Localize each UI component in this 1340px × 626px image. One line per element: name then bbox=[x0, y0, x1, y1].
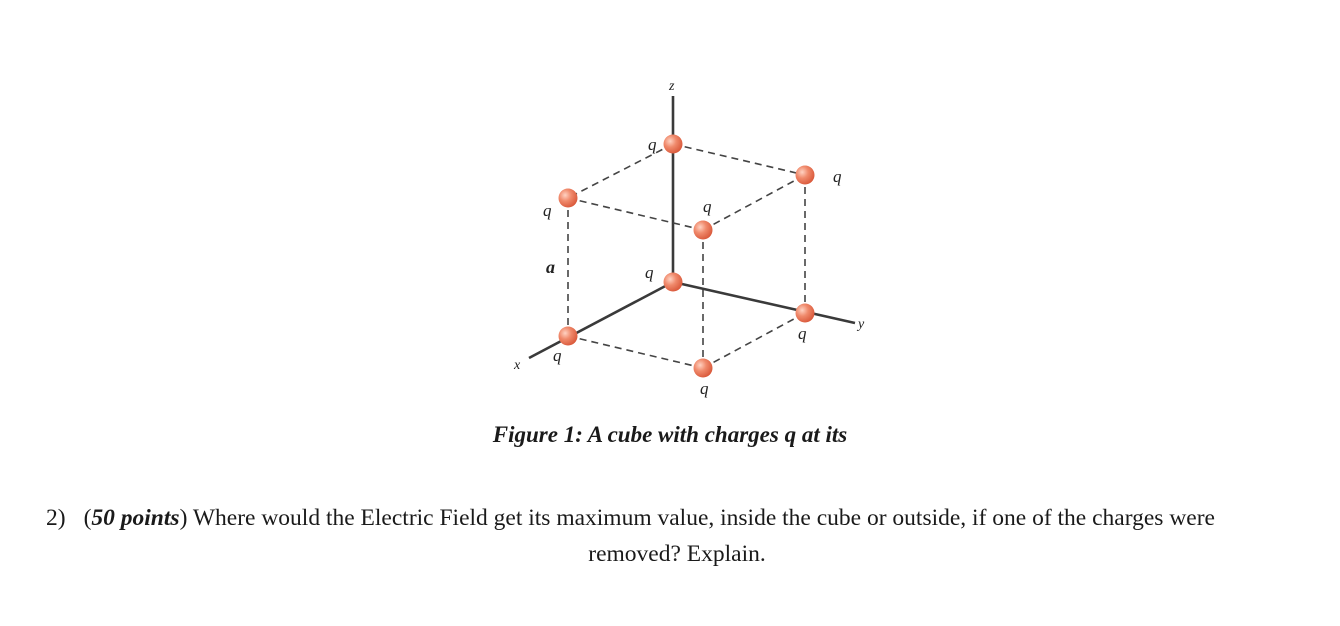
charge-origin bbox=[663, 272, 683, 292]
problem-number: 2) bbox=[46, 505, 66, 531]
problem-line-1: 2) (50 points) Where would the Electric F… bbox=[46, 500, 1308, 536]
label-q-bottom-front: q bbox=[700, 379, 709, 398]
label-axis-x: x bbox=[513, 358, 521, 373]
charge-bottom-front bbox=[693, 358, 713, 378]
label-q-top-front-left: q bbox=[543, 201, 552, 220]
edge-bottom-front bbox=[567, 335, 704, 369]
label-q-origin: q bbox=[645, 263, 654, 282]
charge-bottom-right bbox=[795, 303, 815, 323]
cube-edges bbox=[567, 143, 806, 369]
x-axis bbox=[528, 280, 674, 360]
label-q-top-back-left: q bbox=[648, 135, 657, 154]
problem-points: 50 points bbox=[91, 505, 180, 531]
label-q-top-back-right: q bbox=[833, 167, 842, 186]
y-axis bbox=[672, 280, 856, 325]
label-axis-y: y bbox=[856, 317, 865, 332]
problem-text-line-2: removed? Explain. bbox=[588, 541, 766, 567]
edge-top-left bbox=[567, 143, 674, 199]
label-axis-z: z bbox=[668, 79, 675, 94]
points-close-paren: ) bbox=[179, 505, 188, 531]
problem-text-line-1: Where would the Electric Field get its m… bbox=[187, 505, 1215, 531]
figure-caption: Figure 1: A cube with charges q at its bbox=[492, 422, 848, 447]
cube-figure: q q q q q q q q a z y x bbox=[513, 79, 865, 398]
edge-bottom-right bbox=[702, 312, 806, 369]
charge-top-front-left bbox=[558, 188, 578, 208]
charges bbox=[558, 134, 815, 378]
labels: q q q q q q q q a z y x bbox=[513, 79, 865, 398]
edge-top-front bbox=[567, 197, 704, 231]
label-q-top-front-right: q bbox=[703, 197, 712, 216]
charge-bottom-left bbox=[558, 326, 578, 346]
label-edge-a: a bbox=[546, 257, 555, 277]
label-q-bottom-left: q bbox=[553, 346, 562, 365]
edge-top-back bbox=[672, 143, 806, 176]
axes bbox=[528, 96, 856, 360]
edge-top-right bbox=[702, 174, 806, 231]
charge-top-back-right bbox=[795, 165, 815, 185]
problem-statement: 2) (50 points) Where would the Electric F… bbox=[46, 500, 1308, 572]
charge-top-front-right bbox=[693, 220, 713, 240]
points-open-paren: ( bbox=[83, 505, 92, 531]
label-q-bottom-right: q bbox=[798, 324, 807, 343]
charge-top-back-left bbox=[663, 134, 683, 154]
